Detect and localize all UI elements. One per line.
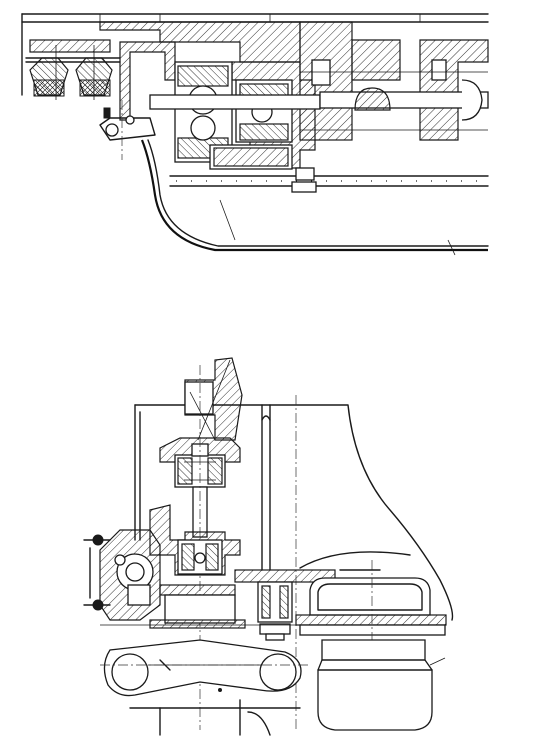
upper-bracket [99, 100, 156, 160]
input-flange [184, 357, 243, 441]
upper-oil-pan [140, 139, 489, 256]
lower-view [83, 357, 454, 736]
swing-arm [100, 639, 310, 697]
axle-stub [317, 639, 446, 731]
left-spring-blocks [25, 39, 121, 100]
upper-shaft-right [300, 71, 489, 131]
left-bearing-housing [83, 529, 161, 621]
lower-base [100, 569, 440, 641]
lower-base-lines [129, 688, 301, 736]
middle-gearbox [149, 504, 241, 576]
upper-bearings [149, 61, 321, 170]
upper-view [21, 13, 489, 256]
